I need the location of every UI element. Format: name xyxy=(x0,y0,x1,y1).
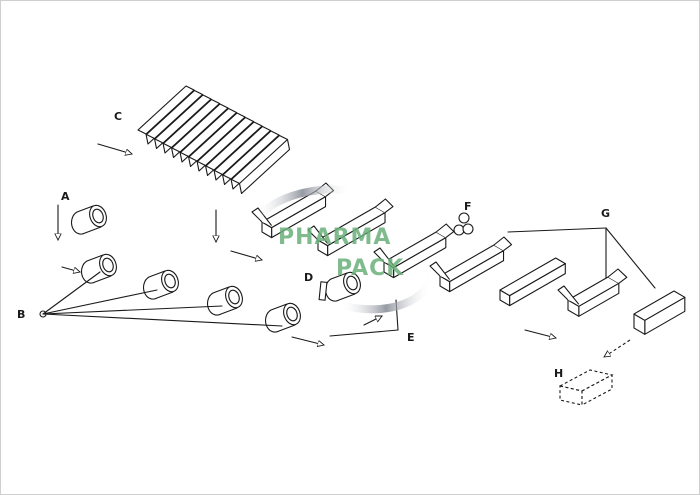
cartons-in-process xyxy=(251,182,686,335)
label-f: F xyxy=(464,200,472,213)
carton-top xyxy=(499,257,566,297)
carton-top xyxy=(633,290,686,321)
carton-tuck xyxy=(557,268,628,317)
watermark-line2: PACK xyxy=(336,256,404,281)
carton-flap xyxy=(429,261,451,280)
carton-flap xyxy=(375,198,394,214)
bottle-cap-rim xyxy=(286,306,298,322)
leader-lines-g xyxy=(507,227,656,289)
carton-blank-flap xyxy=(238,138,291,195)
watermark-swoosh xyxy=(251,185,436,314)
bottle-cap-rim xyxy=(346,275,358,291)
bottle xyxy=(142,269,179,300)
carton-closing xyxy=(429,236,513,293)
carton-flap xyxy=(435,223,455,239)
shipping-case-h xyxy=(558,369,614,406)
carton-closed-1 xyxy=(499,257,566,307)
arrow-bottle-out xyxy=(291,336,324,345)
carton-flap xyxy=(557,285,580,305)
label-c: C xyxy=(114,110,122,123)
bottle xyxy=(324,271,361,302)
arrow-e xyxy=(363,315,382,326)
leader-lines-b xyxy=(39,271,283,327)
bottle xyxy=(80,253,117,284)
arrow-to-case xyxy=(604,339,631,357)
label-a: A xyxy=(61,190,70,203)
bottle-cap-rim xyxy=(164,273,176,289)
bottle-cap-rim xyxy=(92,208,104,224)
carton-erected-2 xyxy=(307,198,394,257)
leaflet-d xyxy=(318,281,328,301)
carton-filling xyxy=(373,223,455,279)
label-d: D xyxy=(304,271,313,284)
label-h: H xyxy=(554,367,563,380)
carton-flap xyxy=(493,236,513,252)
bottle-cap-rim xyxy=(228,289,240,305)
label-e: E xyxy=(407,331,415,344)
bottle xyxy=(70,204,107,235)
label-g: G xyxy=(601,207,610,220)
bottle xyxy=(206,285,243,316)
arrow-to-erect xyxy=(230,250,262,260)
label-b: B xyxy=(17,308,25,321)
bottle xyxy=(264,302,301,333)
bottles xyxy=(70,204,361,333)
watermark-line1: PHARMA xyxy=(278,225,391,250)
carton-flap xyxy=(373,247,395,266)
flow-arrows xyxy=(58,143,631,357)
arrow-c xyxy=(97,143,132,154)
inserts-f xyxy=(453,212,474,236)
bottle-cap-rim xyxy=(102,257,114,273)
arrow-bottle-infeed xyxy=(61,266,80,272)
carton-finished xyxy=(633,290,686,335)
arrow-to-discharge xyxy=(524,329,556,338)
carton-flap xyxy=(607,268,628,284)
carton-flap xyxy=(307,225,329,244)
flat-carton-blanks-stack xyxy=(137,85,291,195)
